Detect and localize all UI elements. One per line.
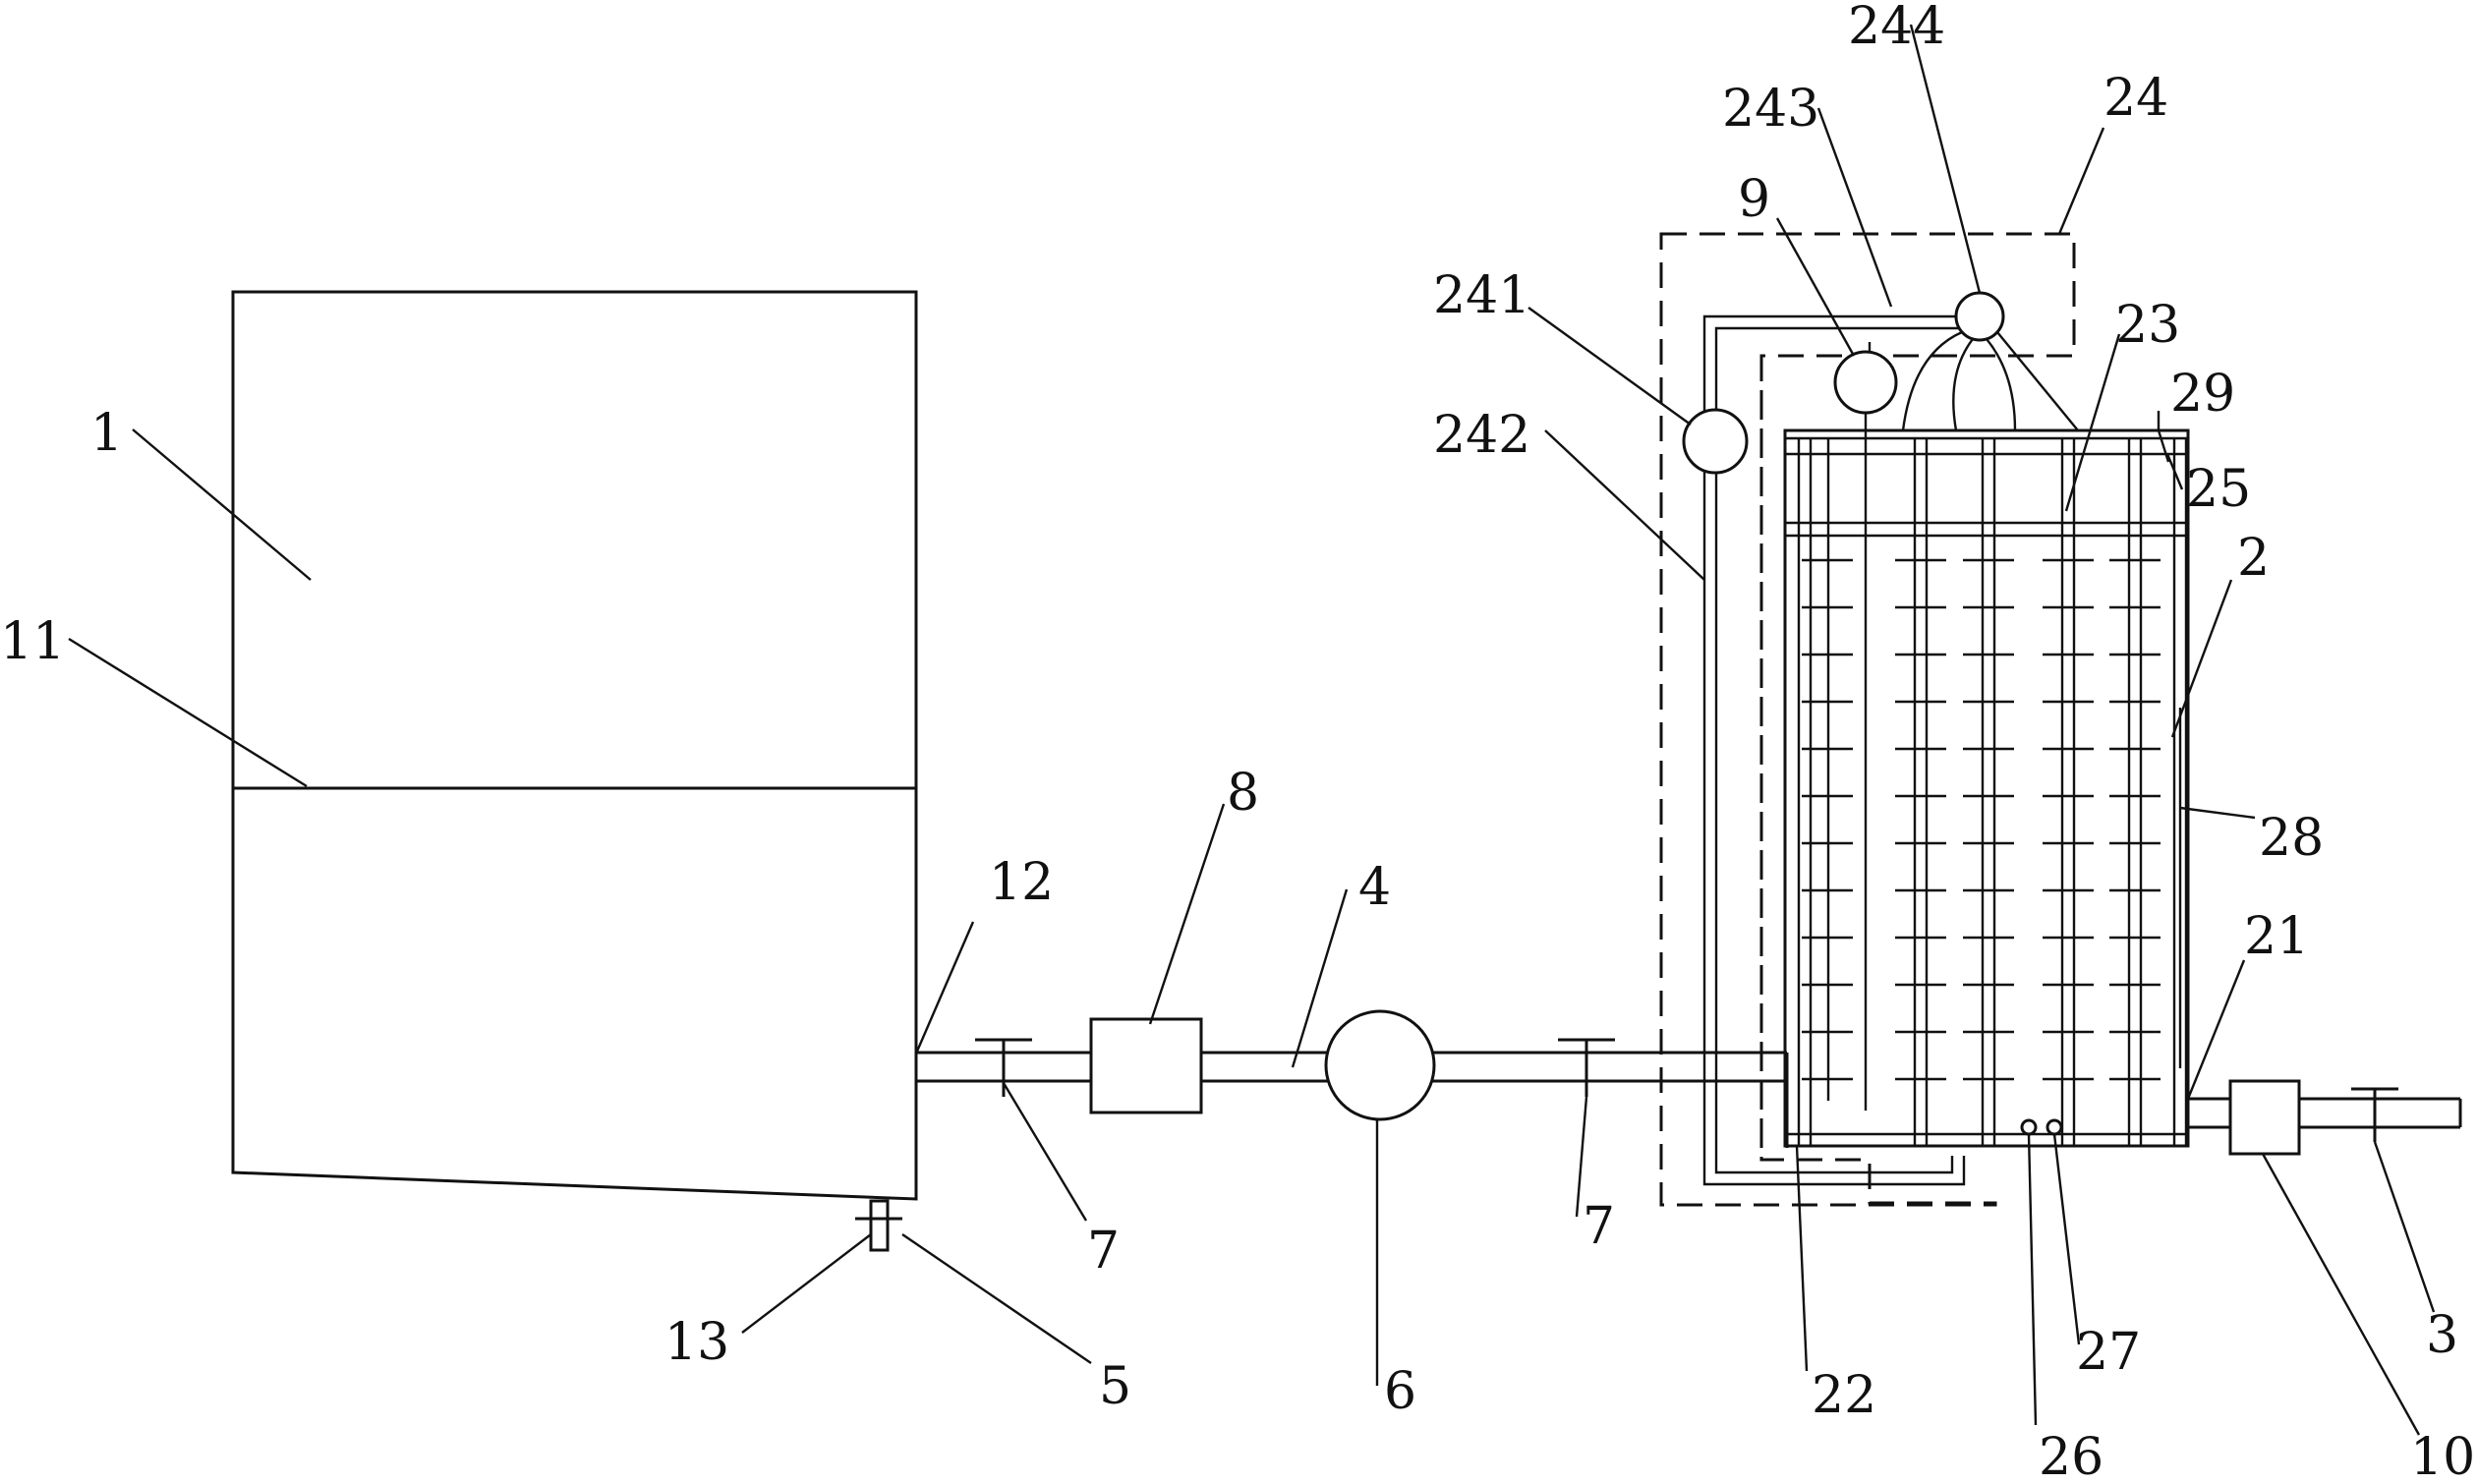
- dashed-enclosure-24: [1659, 232, 2076, 1207]
- reactor-2: [1783, 411, 2190, 1148]
- label-12: 12: [989, 853, 1054, 912]
- drain-valve-13: [855, 1199, 902, 1252]
- plate-ticks: [1802, 558, 2161, 1081]
- label-243: 243: [1722, 80, 1819, 139]
- label-7-left: 7: [1087, 1222, 1120, 1281]
- pump-241: [1682, 408, 1749, 475]
- label-8: 8: [1227, 764, 1259, 823]
- tank-1: [231, 290, 918, 1201]
- label-22: 22: [1812, 1366, 1876, 1425]
- label-26: 26: [2039, 1428, 2103, 1484]
- label-241: 241: [1433, 266, 1530, 325]
- label-2: 2: [2237, 529, 2270, 588]
- label-10: 10: [2410, 1428, 2475, 1484]
- label-24: 24: [2103, 69, 2168, 128]
- label-1: 1: [90, 404, 123, 463]
- distributor-244: [1954, 291, 2005, 342]
- sensor-26: [2020, 1118, 2038, 1136]
- box-10: [2228, 1079, 2301, 1156]
- label-28: 28: [2259, 809, 2324, 868]
- label-244: 244: [1848, 0, 1945, 56]
- label-11: 11: [0, 612, 65, 671]
- label-6: 6: [1384, 1362, 1416, 1421]
- label-13: 13: [664, 1313, 729, 1372]
- label-21: 21: [2244, 907, 2309, 966]
- label-7-right: 7: [1583, 1197, 1615, 1256]
- sensor-27: [2046, 1118, 2063, 1136]
- label-25: 25: [2186, 460, 2251, 519]
- label-9: 9: [1738, 170, 1770, 229]
- label-5: 5: [1099, 1357, 1131, 1416]
- valve-3: [2351, 1087, 2398, 1142]
- valve-7-left: [975, 1038, 1032, 1097]
- device-9: [1833, 350, 1898, 415]
- label-242: 242: [1433, 406, 1530, 465]
- label-4: 4: [1358, 858, 1391, 917]
- pump-6: [1324, 1009, 1436, 1121]
- label-27: 27: [2076, 1323, 2141, 1382]
- label-29: 29: [2170, 365, 2235, 424]
- filter-box-8: [1089, 1017, 1203, 1114]
- label-3: 3: [2426, 1306, 2458, 1365]
- electrode-rods-23: [1797, 438, 2188, 1146]
- valve-7-right: [1558, 1038, 1615, 1097]
- label-23: 23: [2115, 296, 2180, 355]
- leader-lines: [68, 24, 2436, 1436]
